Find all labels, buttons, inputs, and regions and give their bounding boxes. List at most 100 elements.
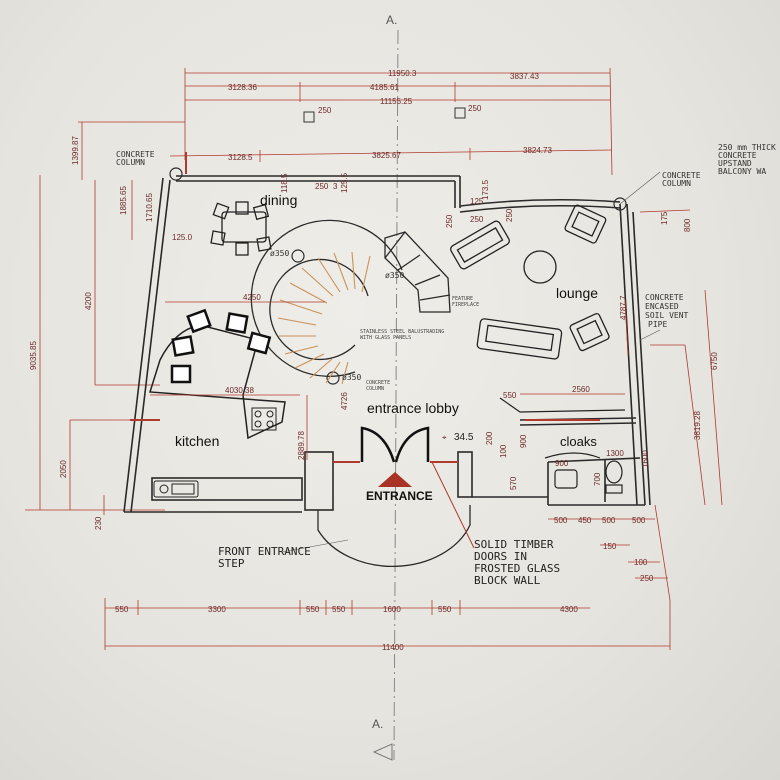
dim-left-1885: 1885.65 bbox=[119, 186, 128, 215]
dim-1735: 173.5 bbox=[481, 179, 490, 200]
dim-left-9035: 9035.85 bbox=[29, 341, 38, 370]
note-column-350-b: ø350 bbox=[342, 373, 361, 382]
note-soil-4: PIPE bbox=[648, 320, 667, 329]
level-marker-icon: ⌖ bbox=[442, 433, 447, 442]
dim-4726: 4726 bbox=[340, 392, 349, 410]
note-concrete-column-1: CONCRETE bbox=[116, 150, 155, 159]
room-label-lounge: lounge bbox=[556, 285, 598, 301]
entrance-doors bbox=[360, 426, 430, 463]
dim-4787: 4787.7 bbox=[619, 295, 628, 320]
dim-700: 700 bbox=[593, 472, 602, 486]
note-soil-1: CONCRETE bbox=[645, 293, 684, 302]
leader-doors bbox=[431, 461, 475, 549]
dim-cloaks-450: 450 bbox=[578, 516, 592, 525]
dim-left-125: 125.0 bbox=[172, 233, 193, 242]
note-column-350-a: ø350 bbox=[270, 249, 289, 258]
column-nw-icon bbox=[169, 167, 183, 181]
dim-900b: 900 bbox=[555, 459, 569, 468]
dim-bottom-4300: 4300 bbox=[560, 605, 578, 614]
dim-570: 570 bbox=[509, 476, 518, 490]
note-doors-2: DOORS IN bbox=[474, 550, 527, 563]
dim-top-250-a: 250 bbox=[318, 106, 332, 115]
dim-row-b-3128: 3128.5 bbox=[228, 153, 253, 162]
note-front-step-2: STEP bbox=[218, 557, 245, 570]
dim-250r: 250 bbox=[470, 215, 484, 224]
section-axis-line bbox=[393, 29, 399, 761]
note-concrete-column-2: CONCRETE bbox=[662, 171, 701, 180]
dim-cloaks-150: 150 bbox=[603, 542, 617, 551]
right-dimensions bbox=[624, 209, 723, 601]
dim-cloaks-500-c: 500 bbox=[632, 516, 646, 525]
note-concrete-column-2b: COLUMN bbox=[662, 179, 691, 188]
room-label-kitchen: kitchen bbox=[175, 433, 219, 449]
dim-1600: 1600 bbox=[641, 450, 650, 468]
dim-1185: 118.5 bbox=[280, 173, 289, 193]
note-feature-2: FIREPLACE bbox=[452, 302, 479, 308]
dim-bottom-550-c: 550 bbox=[332, 605, 346, 614]
dim-250f: 250 bbox=[505, 208, 514, 222]
dim-125r: 125 bbox=[470, 197, 484, 206]
dim-800: 800 bbox=[683, 218, 692, 232]
dim-3: 3 bbox=[333, 182, 338, 191]
cloaks-fittings bbox=[499, 397, 626, 494]
leader-column-ne bbox=[619, 171, 661, 205]
note-soil-2: ENCASED bbox=[645, 302, 679, 311]
note-balcony-3: UPSTAND bbox=[718, 159, 752, 168]
leader-front-step bbox=[281, 539, 349, 553]
dim-top-3837: 3837.43 bbox=[510, 72, 539, 81]
dim-200: 200 bbox=[485, 431, 494, 445]
note-concrete-column-1b: COLUMN bbox=[116, 158, 145, 167]
dim-2560: 2560 bbox=[572, 385, 590, 394]
note-balcony-4: BALCONY WA bbox=[718, 167, 766, 176]
note-balcony-1: 250 mm THICK bbox=[718, 143, 776, 152]
section-mark-top: A. bbox=[386, 13, 397, 27]
room-label-cloaks: cloaks bbox=[560, 434, 597, 449]
dim-2889: 2889.78 bbox=[297, 431, 306, 460]
dim-bottom-1600: 1600 bbox=[383, 605, 401, 614]
spiral-staircase bbox=[250, 219, 451, 377]
dim-bottom-overall: 11400 bbox=[382, 643, 404, 652]
section-mark-bottom: A. bbox=[372, 717, 383, 731]
dim-row-b-3825: 3825.67 bbox=[372, 151, 401, 160]
dim-cloaks-500-a: 500 bbox=[554, 516, 568, 525]
column-ne-icon bbox=[613, 197, 627, 211]
dim-row-b-3824: 3824.73 bbox=[523, 146, 552, 155]
cloaks-small-dim-lines bbox=[600, 544, 668, 579]
dim-1300: 1300 bbox=[606, 449, 624, 458]
dim-bottom-550-d: 550 bbox=[438, 605, 452, 614]
note-stair-2: WITH GLASS PANELS bbox=[360, 335, 411, 341]
dim-top-overall: 11950.3 bbox=[388, 69, 417, 78]
sink-icon bbox=[153, 480, 199, 498]
room-label-entrance-lobby: entrance lobby bbox=[367, 400, 459, 416]
section-arrow-bottom-icon bbox=[372, 743, 393, 761]
dim-left-2050: 2050 bbox=[59, 460, 68, 478]
note-balcony-2: CONCRETE bbox=[718, 151, 757, 160]
bar-stools bbox=[170, 308, 272, 384]
note-doors-1: SOLID TIMBER bbox=[474, 538, 554, 551]
hob-icon bbox=[251, 407, 277, 431]
dim-left-230: 230 bbox=[94, 516, 103, 530]
dim-left-1399: 1399.87 bbox=[71, 136, 80, 165]
front-entrance-step bbox=[317, 505, 471, 567]
note-front-step-1: FRONT ENTRANCE bbox=[218, 545, 311, 558]
note-column-350-b3: COLUMN bbox=[366, 386, 384, 392]
dim-cloaks-100: 100 bbox=[634, 558, 648, 567]
bottom-dimensions bbox=[104, 598, 671, 650]
note-soil-3: SOIL VENT bbox=[645, 311, 689, 320]
room-label-dining: dining bbox=[260, 192, 297, 208]
note-feature-1: FEATURE bbox=[452, 296, 473, 302]
leader-soil bbox=[639, 329, 661, 341]
dim-top-250-b: 250 bbox=[468, 104, 482, 113]
dim-550: 550 bbox=[503, 391, 517, 400]
pad-marker-2 bbox=[454, 107, 466, 119]
level-value: 34.5 bbox=[454, 432, 474, 443]
lounge-furniture bbox=[450, 204, 610, 360]
room-label-entrance: ENTRANCE bbox=[366, 489, 433, 503]
top-dimensions bbox=[78, 67, 613, 176]
dining-table-icon bbox=[210, 201, 272, 256]
note-stair-1: STAINLESS STEEL BALUSTRADING bbox=[360, 329, 444, 335]
dim-250e: 250 bbox=[445, 214, 454, 228]
note-column-350-b2: CONCRETE bbox=[366, 380, 390, 386]
